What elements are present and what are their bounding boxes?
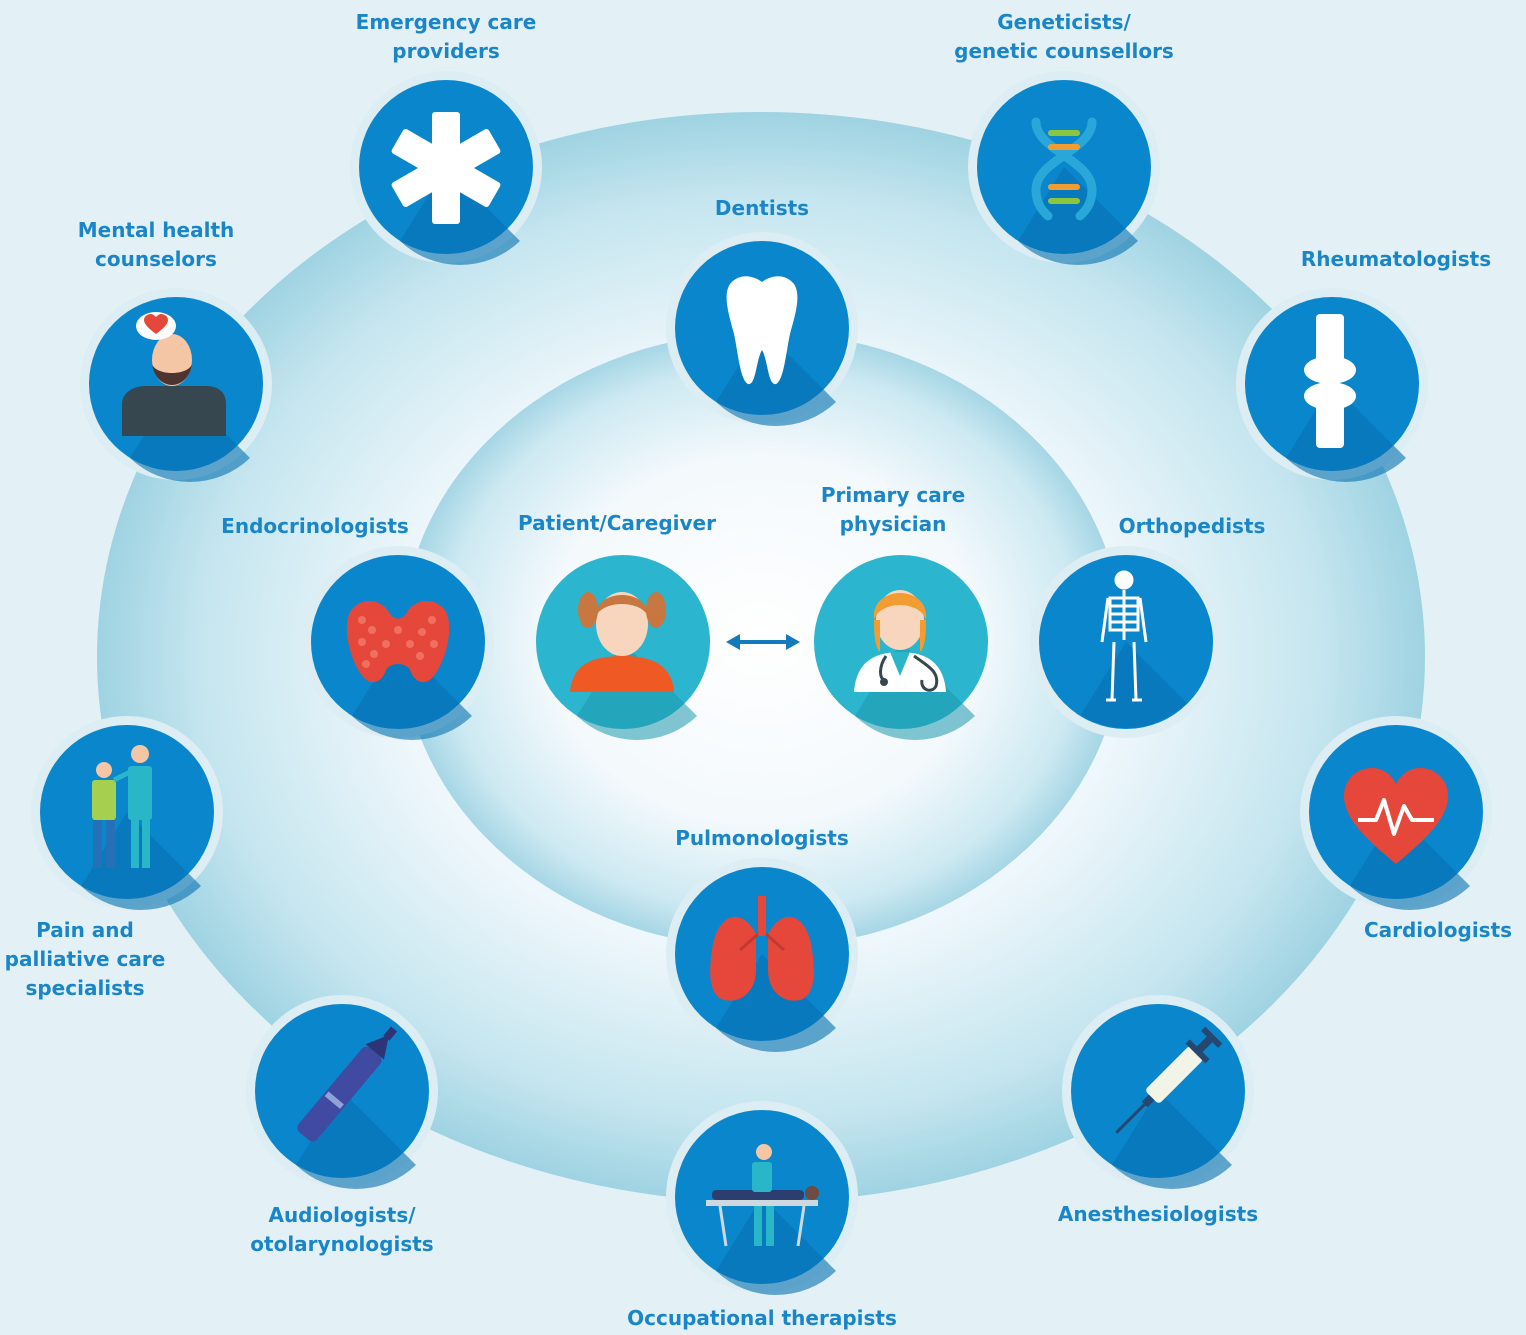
label-cardiologists: Cardiologists [1363,918,1513,942]
syringe-icon [1115,1026,1223,1134]
connector [726,634,800,650]
node-geneticists [968,71,1160,266]
node-occupational-therapists [666,1101,858,1295]
node-emergency-care [350,71,542,266]
star-of-life-icon [391,112,501,224]
node-mental-health [80,288,272,482]
label-rheumatologists: Rheumatologists [1300,247,1492,271]
lungs-icon [710,896,814,1001]
label-mental-health: Mental health counselors [77,218,235,271]
node-orthopedists [1030,546,1222,738]
label-geneticists: Geneticists/ genetic counsellors [954,10,1174,63]
node-primary-care-physician [814,555,988,741]
knee-joint-icon [1304,314,1356,448]
node-pulmonologists [666,858,858,1052]
node-cardiologists [1300,716,1492,910]
label-patient-caregiver: Patient/Caregiver [518,511,716,535]
label-endocrinologists: Endocrinologists [221,514,409,538]
therapy-table-icon [706,1144,819,1247]
label-orthopedists: Orthopedists [1118,514,1266,538]
node-audiologists [246,995,438,1190]
bearded-man-heart-icon [122,312,226,436]
skeleton-icon [1100,570,1148,702]
label-audiologists: Audiologists/ otolarynologists [250,1203,434,1256]
tooth-icon [726,276,798,385]
node-rheumatologists [1236,288,1428,482]
node-anesthesiologists [1062,995,1254,1189]
label-occupational-therapists: Occupational therapists [627,1306,897,1330]
heart-pulse-icon [1344,768,1448,864]
label-pain-palliative: Pain and palliative care specialists [4,918,166,1000]
otoscope-icon [297,1026,398,1142]
label-emergency-care: Emergency care providers [355,10,537,63]
doctor-stethoscope-icon [854,590,946,692]
label-dentists: Dentists [714,196,810,220]
node-dentists [666,232,858,426]
node-patient-caregiver [536,555,710,741]
label-anesthesiologists: Anesthesiologists [1057,1202,1259,1226]
dna-icon [1031,117,1097,221]
thyroid-icon [346,600,450,683]
girl-patient-icon [570,592,674,692]
double-arrow-icon [726,634,800,650]
label-pulmonologists: Pulmonologists [675,826,849,850]
node-pain-palliative [31,716,223,910]
node-endocrinologists [302,546,494,740]
patient-with-caregiver-icon [92,745,152,868]
label-primary-care-physician: Primary care physician [820,483,966,536]
